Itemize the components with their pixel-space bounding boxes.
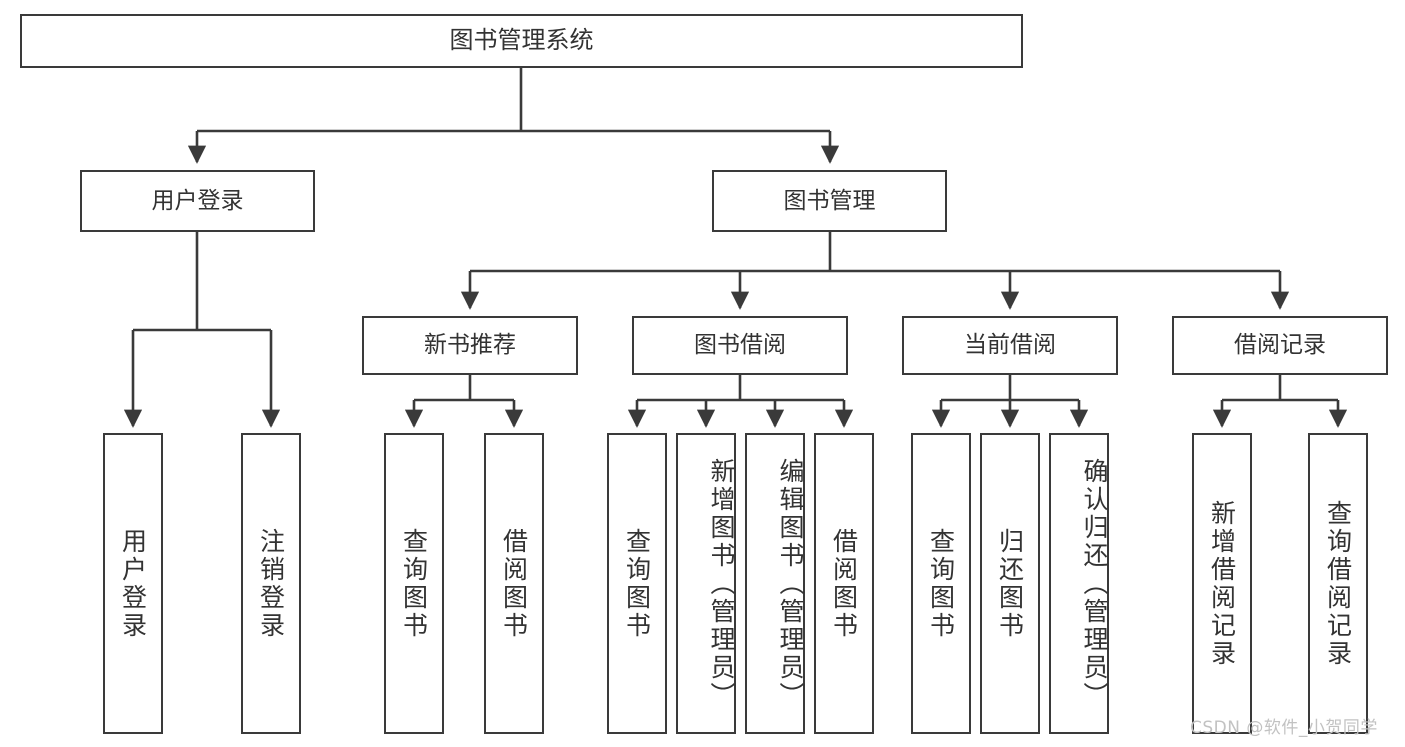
leaf-add-book-admin[interactable]: 新增图书（管理员） [676, 433, 736, 734]
node-new-book-recommendation[interactable]: 新书推荐 [362, 316, 578, 375]
node-label: 用户登录 [151, 187, 244, 214]
node-label: 借阅图书 [499, 527, 529, 640]
node-label: 确认归还（管理员） [1080, 457, 1109, 710]
leaf-borrow-book[interactable]: 借阅图书 [814, 433, 874, 734]
node-book-borrowing[interactable]: 图书借阅 [632, 316, 848, 375]
leaf-logout[interactable]: 注销登录 [241, 433, 301, 734]
leaf-add-borrow-record[interactable]: 新增借阅记录 [1192, 433, 1252, 734]
node-label: 用户登录 [118, 527, 148, 640]
node-label: 编辑图书（管理员） [776, 457, 805, 710]
leaf-query-book-recommend[interactable]: 查询图书 [384, 433, 444, 734]
node-book-management[interactable]: 图书管理 [712, 170, 947, 232]
node-user-login[interactable]: 用户登录 [80, 170, 315, 232]
node-label: 归还图书 [995, 527, 1025, 640]
leaf-user-login[interactable]: 用户登录 [103, 433, 163, 734]
node-label: 当前借阅 [964, 332, 1056, 359]
node-label: 查询借阅记录 [1323, 499, 1353, 668]
node-borrowing-record[interactable]: 借阅记录 [1172, 316, 1388, 375]
leaf-query-book-borrow[interactable]: 查询图书 [607, 433, 667, 734]
leaf-return-book[interactable]: 归还图书 [980, 433, 1040, 734]
node-label: 新增借阅记录 [1207, 499, 1237, 668]
leaf-query-borrow-record[interactable]: 查询借阅记录 [1308, 433, 1368, 734]
node-label: 借阅图书 [829, 527, 859, 640]
node-label: 新增图书（管理员） [707, 457, 736, 710]
node-label: 查询图书 [926, 527, 956, 640]
node-label: 新书推荐 [424, 332, 516, 359]
node-current-borrowing[interactable]: 当前借阅 [902, 316, 1118, 375]
node-label: 注销登录 [256, 527, 286, 640]
node-label: 图书借阅 [694, 332, 786, 359]
node-label: 查询图书 [399, 527, 429, 640]
leaf-confirm-return-admin[interactable]: 确认归还（管理员） [1049, 433, 1109, 734]
csdn-watermark: CSDN @软件_小贺同学 [1190, 718, 1378, 738]
leaf-edit-book-admin[interactable]: 编辑图书（管理员） [745, 433, 805, 734]
node-root-book-management-system[interactable]: 图书管理系统 [20, 14, 1023, 68]
leaf-query-book-current[interactable]: 查询图书 [911, 433, 971, 734]
node-label: 借阅记录 [1234, 332, 1326, 359]
node-label: 图书管理系统 [449, 26, 594, 55]
node-label: 查询图书 [622, 527, 652, 640]
leaf-borrow-book-recommend[interactable]: 借阅图书 [484, 433, 544, 734]
node-label: 图书管理 [783, 187, 876, 214]
